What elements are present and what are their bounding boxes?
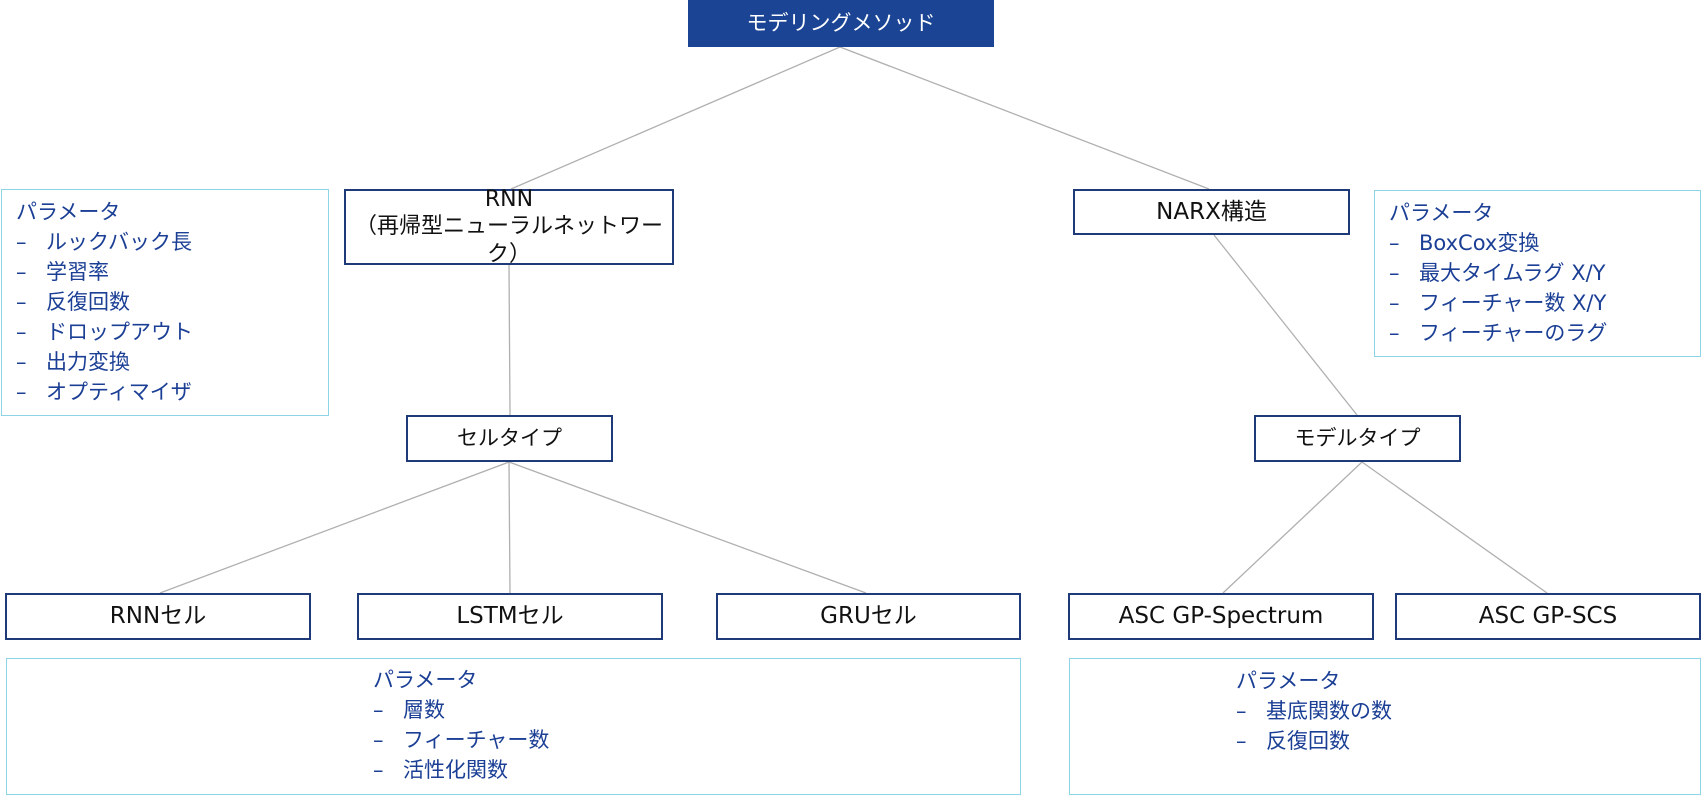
bullet-dash: –: [1389, 291, 1400, 315]
rnn-node-subtitle: （再帰型ニューラルネットワーク）: [354, 214, 663, 267]
param-item: –ドロップアウト: [16, 317, 193, 347]
param-item-label: 層数: [403, 698, 445, 722]
param-title: パラメータ: [1236, 669, 1341, 693]
bullet-dash: –: [373, 728, 384, 752]
connector-celltype-lstmcell: [508, 461, 511, 594]
param-item-label: BoxCox変換: [1419, 231, 1540, 255]
connector-rnn-celltype: [508, 264, 511, 416]
param-item-label: ドロップアウト: [46, 320, 193, 344]
bullet-dash: –: [1389, 231, 1400, 255]
param-item: –フィーチャー数: [373, 725, 549, 755]
param-item: –層数: [373, 695, 549, 725]
param-item-label: 最大タイムラグ X/Y: [1419, 261, 1606, 285]
connector-celltype-grucell: [508, 461, 867, 594]
model-type-label: モデルタイプ: [1294, 426, 1421, 451]
connector-narx-modeltype: [1213, 234, 1358, 416]
asc-gp-scs-node[interactable]: ASC GP-SCS: [1395, 593, 1701, 640]
bullet-dash: –: [16, 290, 27, 314]
connector-celltype-rnncell: [159, 461, 510, 594]
cell-parameters-box: パラメータ –層数 –フィーチャー数 –活性化関数: [6, 658, 1021, 795]
connector-modeltype-scs: [1361, 461, 1548, 594]
param-item: –基底関数の数: [1236, 696, 1392, 726]
narx-node-label: NARX構造: [1156, 198, 1267, 225]
cell-type-label: セルタイプ: [457, 426, 562, 451]
param-item-label: フィーチャー数 X/Y: [1419, 291, 1607, 315]
param-item: –学習率: [16, 257, 193, 287]
root-node-label: モデリングメソッド: [746, 11, 936, 36]
rnn-parameters-box: パラメータ –ルックバック長 –学習率 –反復回数 –ドロップアウト –出力変換…: [1, 189, 329, 416]
bullet-dash: –: [16, 350, 27, 374]
param-item-label: 基底関数の数: [1266, 699, 1392, 723]
param-item-label: 反復回数: [46, 290, 130, 314]
param-item-label: 学習率: [46, 260, 109, 284]
asc-gp-spectrum-label: ASC GP-Spectrum: [1118, 603, 1324, 630]
model-type-node[interactable]: モデルタイプ: [1254, 415, 1461, 462]
bullet-dash: –: [16, 380, 27, 404]
param-item-label: フィーチャーのラグ: [1419, 321, 1608, 345]
model-parameters-box: パラメータ –基底関数の数 –反復回数: [1069, 658, 1701, 795]
param-title: パラメータ: [373, 668, 478, 692]
bullet-dash: –: [373, 758, 384, 782]
connector-root-narx: [839, 46, 1210, 190]
connector-root-rnn: [510, 46, 841, 190]
param-item-label: ルックバック長: [46, 230, 192, 254]
narx-node[interactable]: NARX構造: [1073, 189, 1350, 235]
param-item: –出力変換: [16, 347, 193, 377]
param-item-label: 反復回数: [1266, 729, 1350, 753]
bullet-dash: –: [1389, 261, 1400, 285]
param-item: –BoxCox変換: [1389, 228, 1607, 258]
rnn-node[interactable]: RNN （再帰型ニューラルネットワーク）: [344, 186, 674, 267]
connector-modeltype-spectrum: [1222, 461, 1363, 594]
param-item: –最大タイムラグ X/Y: [1389, 258, 1607, 288]
asc-gp-spectrum-node[interactable]: ASC GP-Spectrum: [1068, 593, 1374, 640]
lstm-cell-node[interactable]: LSTMセル: [357, 593, 663, 640]
rnn-cell-label: RNNセル: [109, 603, 207, 630]
param-item: –反復回数: [16, 287, 193, 317]
bullet-dash: –: [1236, 699, 1247, 723]
cell-type-node[interactable]: セルタイプ: [406, 415, 613, 462]
rnn-cell-node[interactable]: RNNセル: [5, 593, 311, 640]
param-item: –フィーチャー数 X/Y: [1389, 288, 1607, 318]
param-item-label: オプティマイザ: [46, 380, 192, 404]
param-item-label: フィーチャー数: [403, 728, 550, 752]
param-item: –オプティマイザ: [16, 377, 193, 407]
bullet-dash: –: [16, 320, 27, 344]
asc-gp-scs-label: ASC GP-SCS: [1478, 603, 1618, 630]
bullet-dash: –: [373, 698, 384, 722]
rnn-node-title: RNN: [484, 186, 534, 212]
param-title: パラメータ: [1389, 201, 1494, 225]
bullet-dash: –: [16, 260, 27, 284]
param-item: –ルックバック長: [16, 227, 193, 257]
bullet-dash: –: [1236, 729, 1247, 753]
bullet-dash: –: [1389, 321, 1400, 345]
param-item: –フィーチャーのラグ: [1389, 318, 1607, 348]
lstm-cell-label: LSTMセル: [456, 603, 564, 630]
param-item-label: 活性化関数: [403, 758, 508, 782]
narx-parameters-box: パラメータ –BoxCox変換 –最大タイムラグ X/Y –フィーチャー数 X/…: [1374, 190, 1701, 357]
param-title: パラメータ: [16, 200, 121, 224]
param-item: –反復回数: [1236, 726, 1392, 756]
root-node-modeling-method[interactable]: モデリングメソッド: [688, 0, 994, 47]
gru-cell-node[interactable]: GRUセル: [716, 593, 1021, 640]
param-item: –活性化関数: [373, 755, 549, 785]
gru-cell-label: GRUセル: [820, 603, 917, 630]
bullet-dash: –: [16, 230, 27, 254]
param-item-label: 出力変換: [46, 350, 130, 374]
